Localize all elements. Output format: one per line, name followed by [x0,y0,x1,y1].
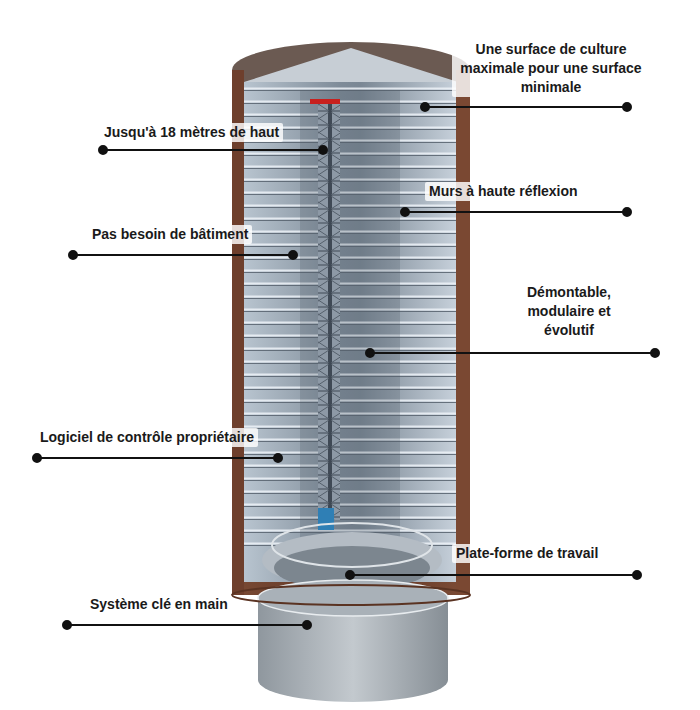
callout-label: Jusqu'à 18 mètres de haut [100,123,283,142]
callout-label: Démontable, modulaire et évolutif [505,283,633,340]
leader-lines [33,103,659,629]
callout-label: Pas besoin de bâtiment [88,225,252,244]
callout-label: Une surface de culture maximale pour une… [452,40,650,97]
growing-shelves [244,82,456,552]
outer-shell [232,70,470,595]
interior-wall [244,82,456,582]
callout-label: Logiciel de contrôle propriétaire [36,428,258,447]
inner-shadow [300,90,400,550]
lift-tower [318,100,340,520]
callout-label: Murs à haute réflexion [425,182,582,201]
red-beam [310,99,340,104]
callout-label: Plate-forme de travail [452,544,602,563]
lift-cabin [318,508,334,530]
shell-edge-right [456,70,470,595]
callout-label: Système clé en main [86,595,232,614]
platform-railing [272,523,432,567]
roof-inner [244,48,458,82]
shell-bottom [232,585,470,605]
shell-edge-left [232,70,244,595]
